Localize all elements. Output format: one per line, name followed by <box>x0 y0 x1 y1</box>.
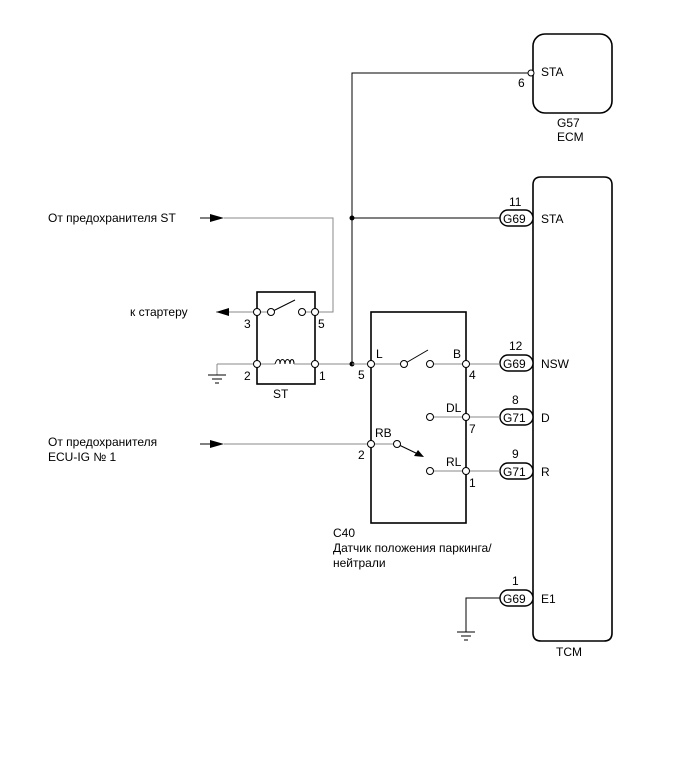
ecm-pin-number: 6 <box>518 76 525 90</box>
label-from-fuse-ecu-line2: ECU-IG № 1 <box>48 450 117 464</box>
pnp-pin-4: 4 <box>469 368 476 382</box>
tcm-name: TCM <box>556 645 582 659</box>
svg-text:G69: G69 <box>503 592 526 606</box>
coil-icon <box>274 359 295 365</box>
label-to-starter: к стартеру <box>130 305 188 319</box>
tcm-connector-e1: G69 1 E1 <box>499 574 556 607</box>
svg-text:E1: E1 <box>541 592 556 606</box>
arrow-right-icon <box>210 214 224 222</box>
svg-text:NSW: NSW <box>541 357 570 371</box>
svg-text:9: 9 <box>512 447 519 461</box>
svg-text:11: 11 <box>509 195 522 209</box>
tcm-connector-r: G71 9 R <box>499 447 550 480</box>
ecm-connector: G57 <box>557 116 580 130</box>
pnp-connector: C40 <box>333 526 355 540</box>
ground-icon <box>208 374 226 384</box>
arrow-left-icon <box>216 308 229 316</box>
tcm-connector-d: G71 8 D <box>499 393 550 426</box>
svg-text:STA: STA <box>541 212 563 226</box>
pnp-pin-1: 1 <box>469 476 476 490</box>
st-pin-3: 3 <box>244 317 251 331</box>
st-pin-1: 1 <box>319 369 326 383</box>
label-from-fuse-ecu-line1: От предохранителя <box>48 435 157 449</box>
pnp-pin-2: 2 <box>358 448 365 462</box>
ecm-name: ECM <box>557 130 584 144</box>
svg-text:G71: G71 <box>503 465 526 479</box>
tcm-connector-sta: G69 11 STA <box>499 195 563 227</box>
ecm-pin-label: STA <box>541 65 563 79</box>
svg-text:G69: G69 <box>503 357 526 371</box>
st-pin-5: 5 <box>318 317 325 331</box>
st-switch-contact <box>270 299 296 313</box>
svg-text:R: R <box>541 465 550 479</box>
wire-fuse-st <box>224 217 334 313</box>
tcm-connector-nsw: G69 12 NSW <box>499 339 570 372</box>
svg-text:D: D <box>541 411 550 425</box>
svg-text:G69: G69 <box>503 212 526 226</box>
pnp-term-dl: DL <box>446 401 462 415</box>
st-relay-name: ST <box>273 387 289 401</box>
st-pin-2: 2 <box>244 369 251 383</box>
pnp-term-rb: RB <box>375 426 392 440</box>
st-relay-box <box>256 291 316 385</box>
pnp-pin-7: 7 <box>469 422 476 436</box>
svg-text:1: 1 <box>512 574 519 588</box>
svg-text:12: 12 <box>509 339 523 353</box>
pnp-name-line1: Датчик положения паркинга/ <box>333 541 492 555</box>
wire-e1-ground <box>465 597 500 632</box>
pnp-term-rl: RL <box>446 455 462 469</box>
pnp-switch-contact <box>403 349 429 365</box>
svg-text:G71: G71 <box>503 411 526 425</box>
svg-text:8: 8 <box>512 393 519 407</box>
arrow-right-icon <box>210 440 224 448</box>
junction-dot <box>349 215 355 221</box>
ecm-sta-terminal <box>527 69 535 77</box>
pnp-term-l: L <box>376 347 383 361</box>
tcm-box <box>532 176 613 642</box>
label-from-fuse-st: От предохранителя ST <box>48 211 176 225</box>
pnp-term-b: B <box>453 347 461 361</box>
pnp-name-line2: нейтрали <box>333 556 386 570</box>
wire-ecm-sta <box>351 72 531 364</box>
ground-icon <box>457 631 475 641</box>
pnp-pin-5: 5 <box>358 368 365 382</box>
